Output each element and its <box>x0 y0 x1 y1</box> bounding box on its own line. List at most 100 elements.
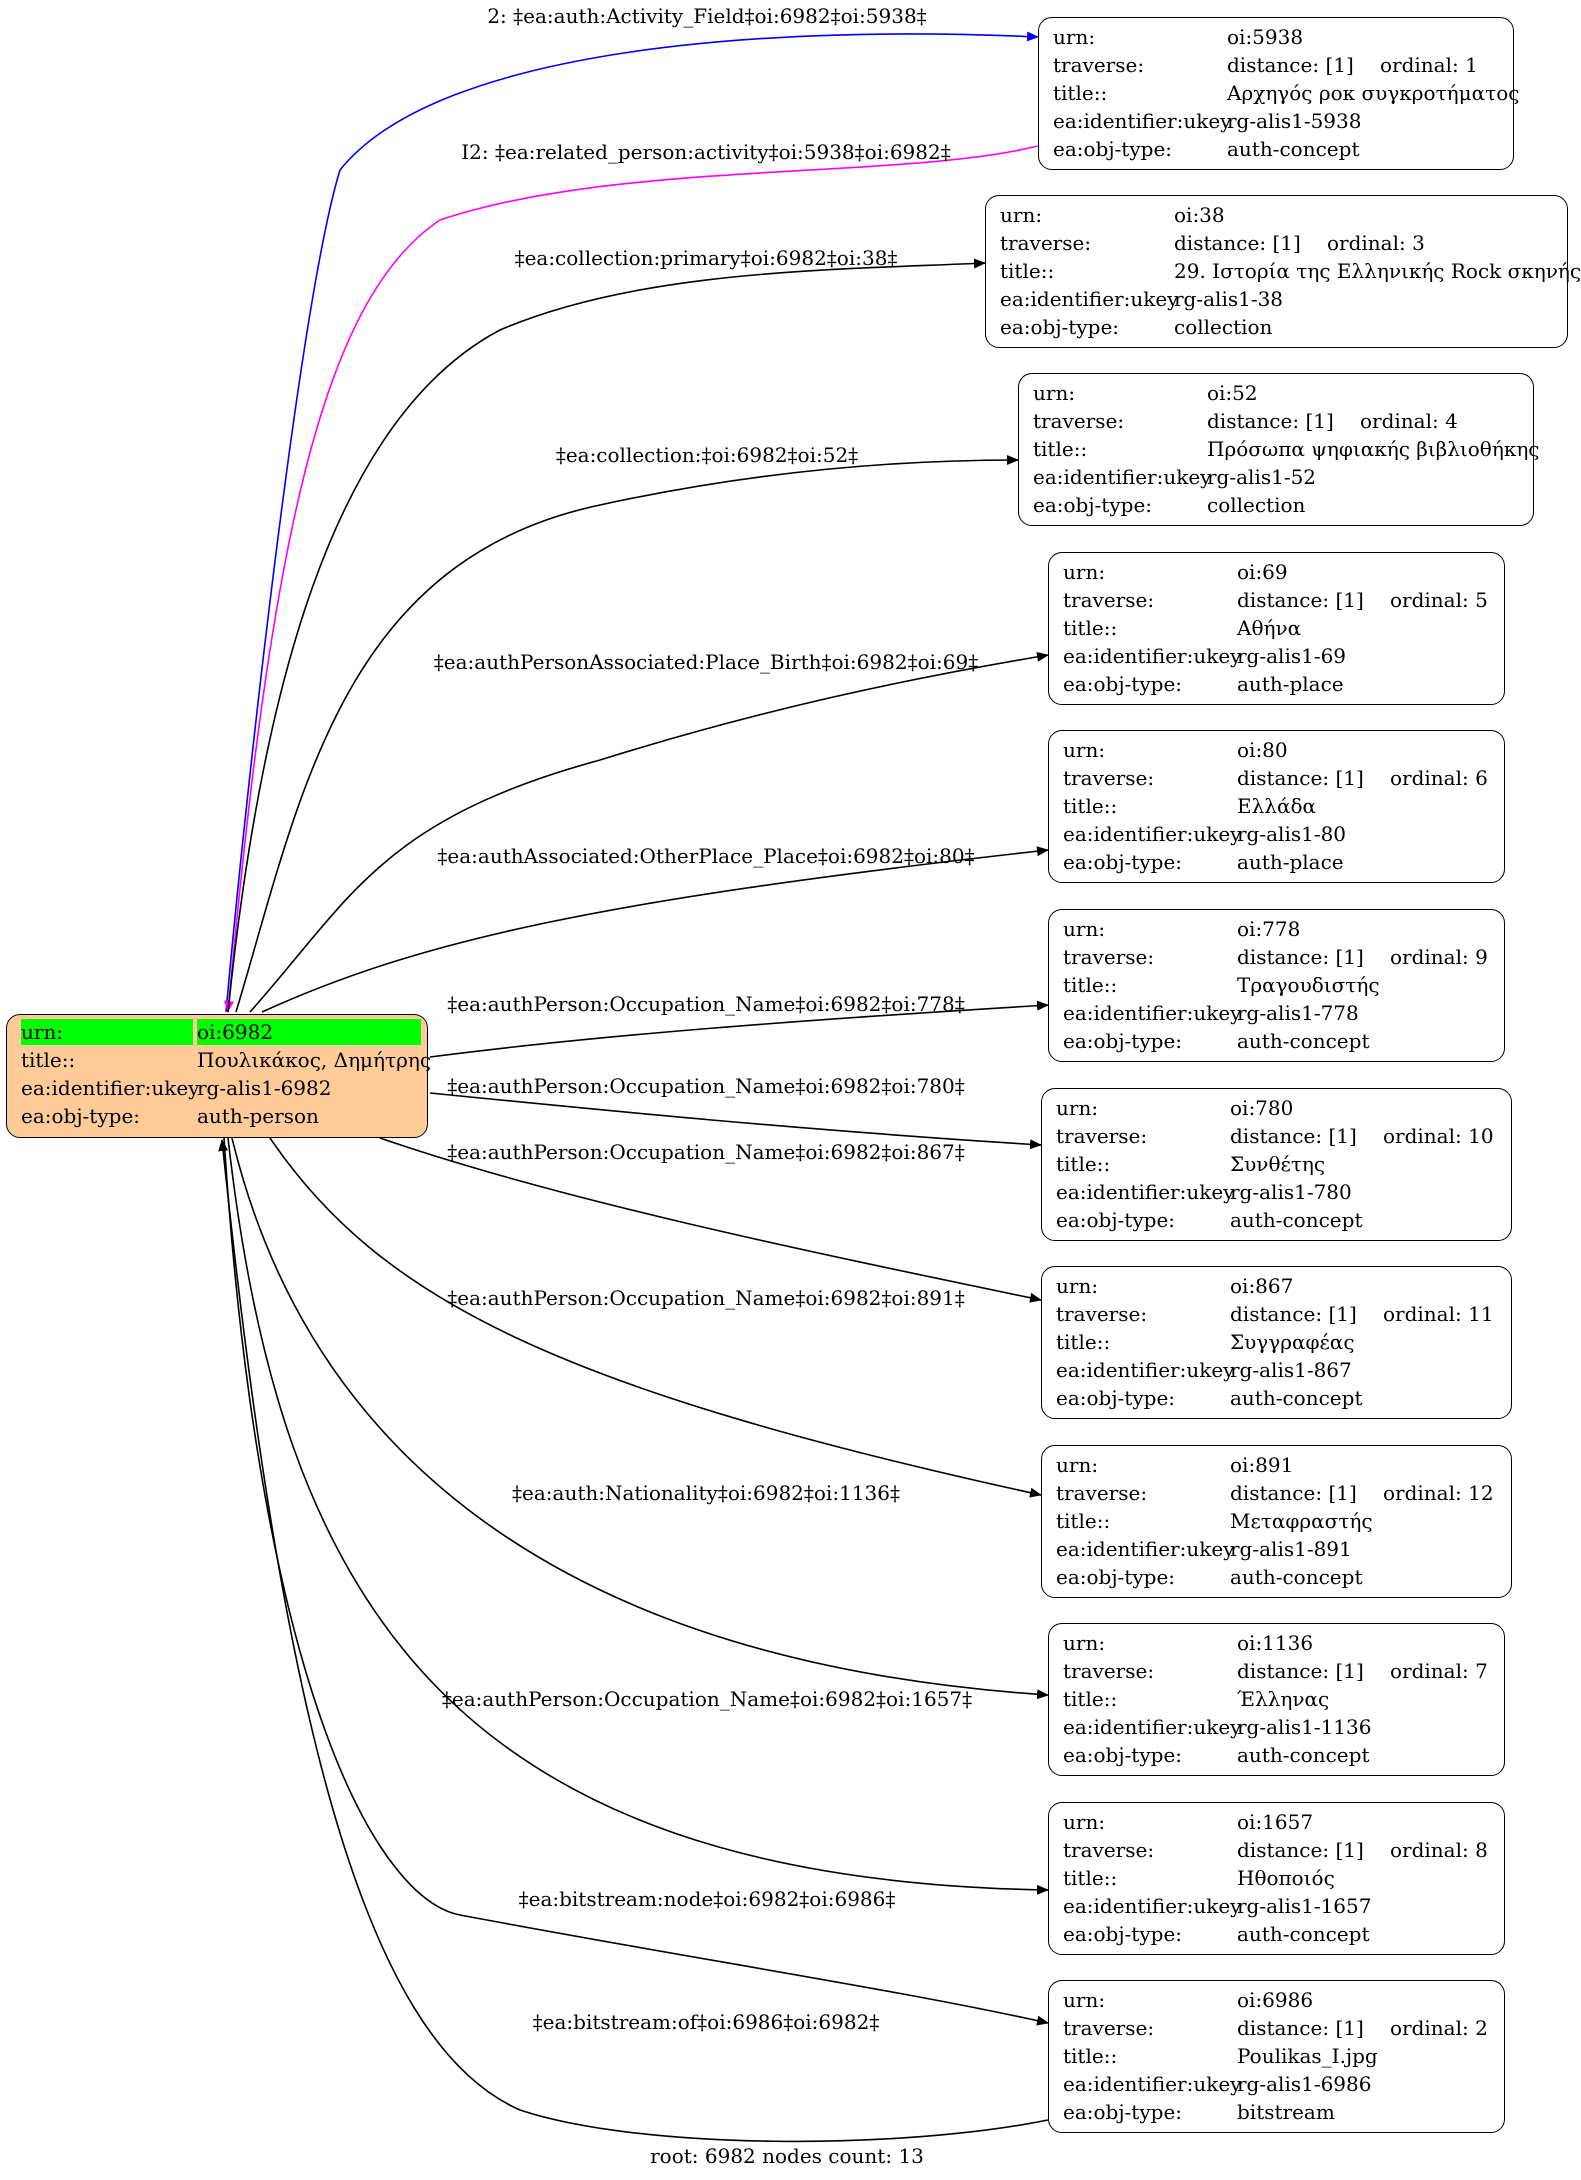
node-key-type: ea:obj-type: <box>1063 850 1183 874</box>
edge-label-8: ‡ea:authPerson:Occupation_Name‡oi:6982‡o… <box>447 1140 965 1164</box>
node-value-urn: oi:778 <box>1237 917 1301 941</box>
node-value-ordinal: ordinal: 6 <box>1390 766 1488 790</box>
node-key-traverse: traverse: <box>1063 1659 1155 1683</box>
edge-label-12: ‡ea:bitstream:node‡oi:6982‡oi:6986‡ <box>518 1887 896 1911</box>
root-urn-value: oi:6982 <box>197 1019 421 1045</box>
node-key-urn: urn: <box>1000 203 1043 227</box>
node-value-urn: oi:38 <box>1174 203 1225 227</box>
node-value-title: Μεταφραστής <box>1230 1509 1373 1533</box>
node-value-urn: oi:52 <box>1207 381 1258 405</box>
edge-label-0: 2: ‡ea:auth:Activity_Field‡oi:6982‡oi:59… <box>487 4 927 28</box>
node-value-traverse: distance: [1] <box>1237 945 1364 969</box>
graph-footer: root: 6982 nodes count: 13 <box>650 2144 924 2168</box>
node-key-type: ea:obj-type: <box>1063 1922 1183 1946</box>
node-value-title: Έλληνας <box>1237 1687 1330 1711</box>
edge-label-1: I2: ‡ea:related_person:activity‡oi:5938‡… <box>461 140 951 164</box>
edge-5 <box>261 846 1049 1013</box>
node-key-ukey: ea:identifier:ukey <box>1063 644 1242 668</box>
node-value-ukey: rg-alis1-6986 <box>1237 2072 1372 2096</box>
node-value-traverse: distance: [1] <box>1237 766 1364 790</box>
node-key-urn: urn: <box>1033 381 1076 405</box>
node-key-type: ea:obj-type: <box>1056 1386 1176 1410</box>
edge-1 <box>224 145 1039 1013</box>
node-value-ukey: rg-alis1-1657 <box>1237 1894 1372 1918</box>
node-key-title: title:: <box>1033 437 1088 461</box>
node-value-ukey: rg-alis1-1136 <box>1237 1715 1372 1739</box>
node-value-type: collection <box>1207 493 1306 517</box>
node-key-traverse: traverse: <box>1056 1124 1148 1148</box>
node-key-traverse: traverse: <box>1053 53 1145 77</box>
node-key-traverse: traverse: <box>1056 1302 1148 1326</box>
node-value-urn: oi:1657 <box>1237 1810 1314 1834</box>
root-urn-key: urn: <box>21 1019 193 1045</box>
root-row-urn: urn: oi:6982 <box>21 1019 421 1045</box>
node-value-title: Poulikas_I.jpg <box>1237 2044 1378 2068</box>
node-value-type: collection <box>1174 315 1273 339</box>
node-value-title: Αθήνα <box>1237 616 1302 640</box>
node-key-type: ea:obj-type: <box>1063 1743 1183 1767</box>
edge-label-11: ‡ea:authPerson:Occupation_Name‡oi:6982‡o… <box>441 1687 973 1711</box>
root-node[interactable]: urn: oi:6982 title:: Πουλικάκος, Δημήτρη… <box>6 1014 431 1138</box>
node-key-ukey: ea:identifier:ukey <box>1063 1894 1242 1918</box>
node-value-traverse: distance: [1] <box>1230 1481 1357 1505</box>
node-value-ordinal: ordinal: 7 <box>1390 1659 1488 1683</box>
node-key-traverse: traverse: <box>1033 409 1125 433</box>
node-value-ordinal: ordinal: 4 <box>1360 409 1458 433</box>
node-key-title: title:: <box>1063 2044 1118 2068</box>
node-key-type: ea:obj-type: <box>1000 315 1120 339</box>
node-key-traverse: traverse: <box>1063 766 1155 790</box>
node-key-type: ea:obj-type: <box>1063 1029 1183 1053</box>
node-key-type: ea:obj-type: <box>1056 1208 1176 1232</box>
node-key-urn: urn: <box>1053 25 1096 49</box>
node-key-type: ea:obj-type: <box>1063 2100 1183 2124</box>
root-ukey-value: rg-alis1-6982 <box>197 1076 332 1100</box>
node-key-title: title:: <box>1056 1330 1111 1354</box>
node-key-title: title:: <box>1063 1866 1118 1890</box>
edge-13 <box>218 1139 1049 2143</box>
edge-label-3: ‡ea:collection:‡oi:6982‡oi:52‡ <box>555 443 859 467</box>
node-key-ukey: ea:identifier:ukey <box>1063 2072 1242 2096</box>
node-value-urn: oi:5938 <box>1227 25 1304 49</box>
node-value-title: Ελλάδα <box>1237 794 1317 818</box>
node-key-type: ea:obj-type: <box>1063 672 1183 696</box>
node-value-type: auth-place <box>1237 850 1344 874</box>
edge-label-9: ‡ea:authPerson:Occupation_Name‡oi:6982‡o… <box>447 1286 965 1310</box>
node-value-traverse: distance: [1] <box>1174 231 1301 255</box>
node-key-title: title:: <box>1056 1509 1111 1533</box>
node-value-ukey: rg-alis1-867 <box>1230 1358 1352 1382</box>
edge-3 <box>235 455 1019 1013</box>
node-value-traverse: distance: [1] <box>1227 53 1354 77</box>
node-value-type: auth-concept <box>1237 1029 1370 1053</box>
node-value-ukey: rg-alis1-69 <box>1237 644 1347 668</box>
node-value-ukey: rg-alis1-5938 <box>1227 109 1362 133</box>
node-key-urn: urn: <box>1056 1453 1099 1477</box>
edge-6 <box>429 1000 1049 1058</box>
node-value-ukey: rg-alis1-891 <box>1230 1537 1352 1561</box>
node-value-title: Συγγραφέας <box>1230 1330 1355 1354</box>
node-value-ordinal: ordinal: 9 <box>1390 945 1488 969</box>
root-title-key: title:: <box>21 1048 76 1072</box>
node-key-urn: urn: <box>1063 917 1106 941</box>
node-key-type: ea:obj-type: <box>1033 493 1153 517</box>
edge-label-6: ‡ea:authPerson:Occupation_Name‡oi:6982‡o… <box>447 992 965 1016</box>
node-value-urn: oi:1136 <box>1237 1631 1314 1655</box>
edge-label-13: ‡ea:bitstream:of‡oi:6986‡oi:6982‡ <box>532 2010 880 2034</box>
node-value-urn: oi:891 <box>1230 1453 1294 1477</box>
node-key-ukey: ea:identifier:ukey <box>1056 1180 1235 1204</box>
node-value-ordinal: ordinal: 11 <box>1383 1302 1494 1326</box>
node-key-ukey: ea:identifier:ukey <box>1056 1358 1235 1382</box>
node-value-traverse: distance: [1] <box>1237 2016 1364 2040</box>
